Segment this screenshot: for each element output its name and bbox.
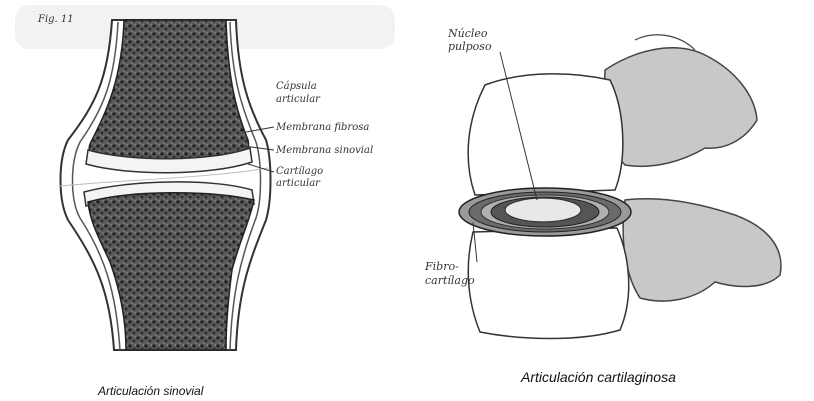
nucleo-pulposo-label-line1: Núcleo (448, 28, 488, 39)
upper-vertebral-body (468, 74, 623, 195)
fibrocartilago-label-line1: Fibro- (425, 261, 459, 272)
synovial-joint-caption: Articulación sinovial (98, 384, 203, 398)
lower-vertebra-process (623, 199, 781, 301)
nucleus-pulposus (505, 198, 581, 222)
synovial-joint-illustration (0, 0, 405, 401)
cartilaginous-joint-panel: Núcleo pulposo Fibro- cartílago Articula… (405, 0, 814, 401)
synovial-joint-panel: Fig. 11 Cápsula articular Membrana fibro… (0, 0, 405, 401)
cartilago-articular-label-line2: articular (276, 178, 320, 189)
upper-vertebra-process (605, 48, 757, 167)
cartilaginous-joint-illustration (405, 0, 814, 401)
membrana-sinovial-label: Membrana sinovial (276, 145, 373, 156)
cartilaginous-joint-caption: Articulación cartilaginosa (521, 369, 676, 385)
fibrocartilago-label-line2: cartílago (425, 275, 475, 286)
capsula-articular-label-line2: articular (276, 94, 320, 105)
membrana-fibrosa-label: Membrana fibrosa (276, 122, 369, 133)
lower-vertebral-body (468, 228, 628, 339)
capsula-articular-label-line1: Cápsula (276, 81, 317, 92)
figure-number-label: Fig. 11 (38, 14, 74, 25)
cartilago-articular-label-line1: Cartílago (276, 166, 323, 177)
nucleo-pulposo-label-line2: pulposo (448, 41, 492, 52)
